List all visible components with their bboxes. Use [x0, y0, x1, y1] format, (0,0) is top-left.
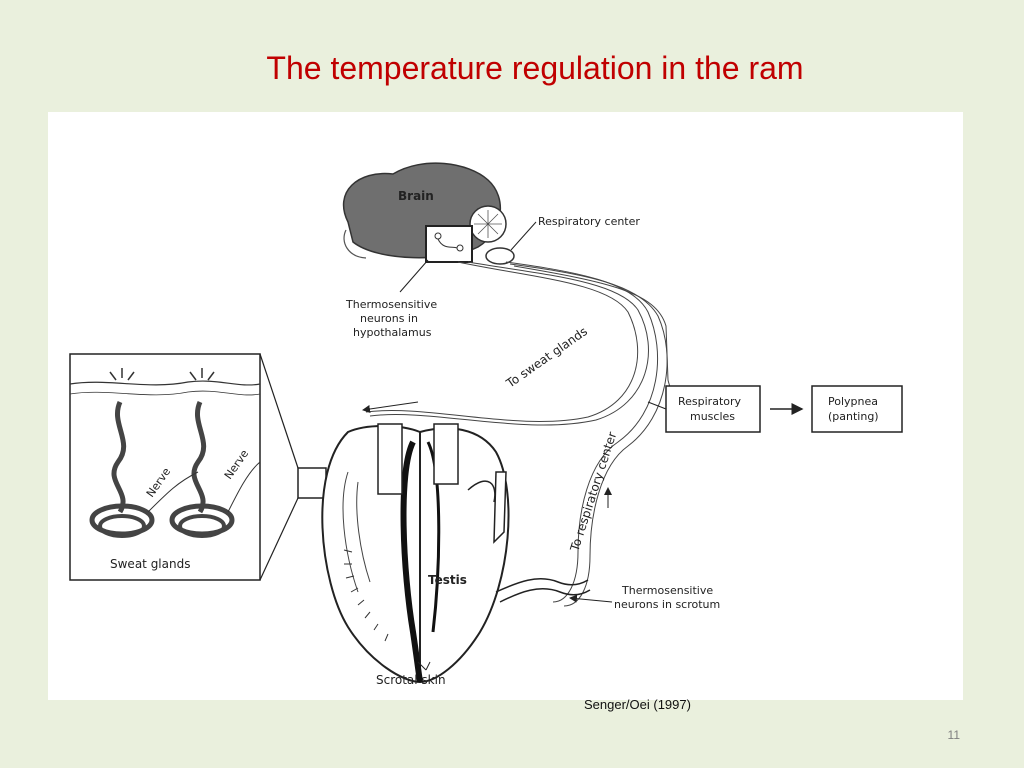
nerve-pathways [365, 261, 709, 607]
polypnea-label-2: (panting) [828, 410, 879, 423]
sweat-glands-label: Sweat glands [110, 557, 190, 571]
skin-sample-box [297, 467, 327, 499]
respiratory-muscles-box [665, 385, 761, 433]
thermo-hypothalamus-label-1: Thermosensitive [345, 298, 437, 311]
thermo-hypothalamus-label-3: hypothalamus [353, 326, 432, 339]
hypothalamus-box [425, 225, 473, 263]
slide-number: 11 [947, 728, 960, 742]
respiratory-center-node [485, 247, 515, 265]
testis-illustration [321, 423, 591, 684]
testis-label: Testis [428, 573, 467, 587]
respiratory-center-label: Respiratory center [538, 215, 640, 228]
thermo-scrotum-label-1: Thermosensitive [621, 584, 713, 597]
temperature-regulation-diagram: Brain Respiratory center Thermosensitive… [69, 162, 903, 687]
source-credit: Senger/Oei (1997) [584, 697, 691, 712]
respiratory-muscles-label-2: muscles [690, 410, 735, 423]
sweat-glands-inset [69, 353, 261, 581]
slide-title: The temperature regulation in the ram [266, 50, 804, 86]
thermo-hypothalamus-label-2: neurons in [360, 312, 418, 325]
diagram-figure: Brain Respiratory center Thermosensitive… [48, 112, 963, 700]
polypnea-box [811, 385, 903, 433]
thermo-scrotum-label-2: neurons in scrotum [614, 598, 720, 611]
respiratory-muscles-label-1: Respiratory [678, 395, 742, 408]
scrotal-skin-label: Scrotal skin [376, 673, 446, 687]
brain-label: Brain [398, 189, 434, 203]
to-respiratory-center-label: To respiratory center [567, 430, 619, 554]
polypnea-label-1: Polypnea [828, 395, 878, 408]
brain-illustration [342, 162, 515, 265]
to-sweat-glands-label: To sweat glands [503, 324, 590, 391]
